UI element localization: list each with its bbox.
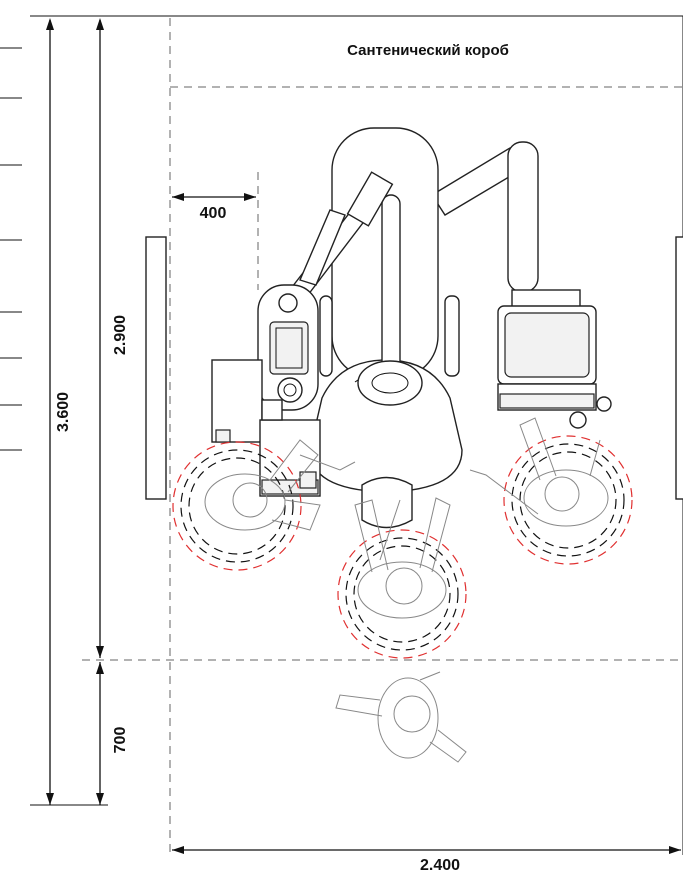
person-doctor-center (354, 497, 451, 619)
sanitary-box-title: Сантенический короб (347, 42, 509, 59)
side-offset-label: 400 (200, 205, 227, 222)
sanitary-box-label: Сантенический короб (347, 42, 509, 59)
room-height-label: 2.900 (112, 315, 129, 355)
right-wall-cabinet (675, 236, 683, 500)
lower-zone-label: 700 (112, 727, 129, 754)
doctor-unit (257, 171, 394, 411)
dimension-lower-zone: 700 (96, 662, 129, 805)
person-walking-bottom (335, 671, 467, 763)
left-wall-cabinet (145, 236, 167, 500)
dental-chair (309, 127, 463, 529)
margin-ticks (0, 47, 22, 451)
room-boundary (30, 15, 683, 855)
dimension-room-height: 2.900 (96, 18, 129, 658)
hygiene-block (497, 289, 612, 429)
person-assistant-left (204, 439, 356, 531)
dimension-total-width: 2.400 (172, 846, 681, 873)
overhead-arm (431, 141, 539, 293)
assistant-module (211, 359, 321, 497)
work-zones (172, 435, 633, 659)
dimension-total-height: 3.600 (30, 18, 108, 806)
dimension-side-offset: 400 (172, 193, 256, 222)
total-height-label: 3.600 (55, 392, 72, 432)
total-width-label: 2.400 (420, 857, 460, 873)
person-hygienist-right (469, 417, 609, 527)
